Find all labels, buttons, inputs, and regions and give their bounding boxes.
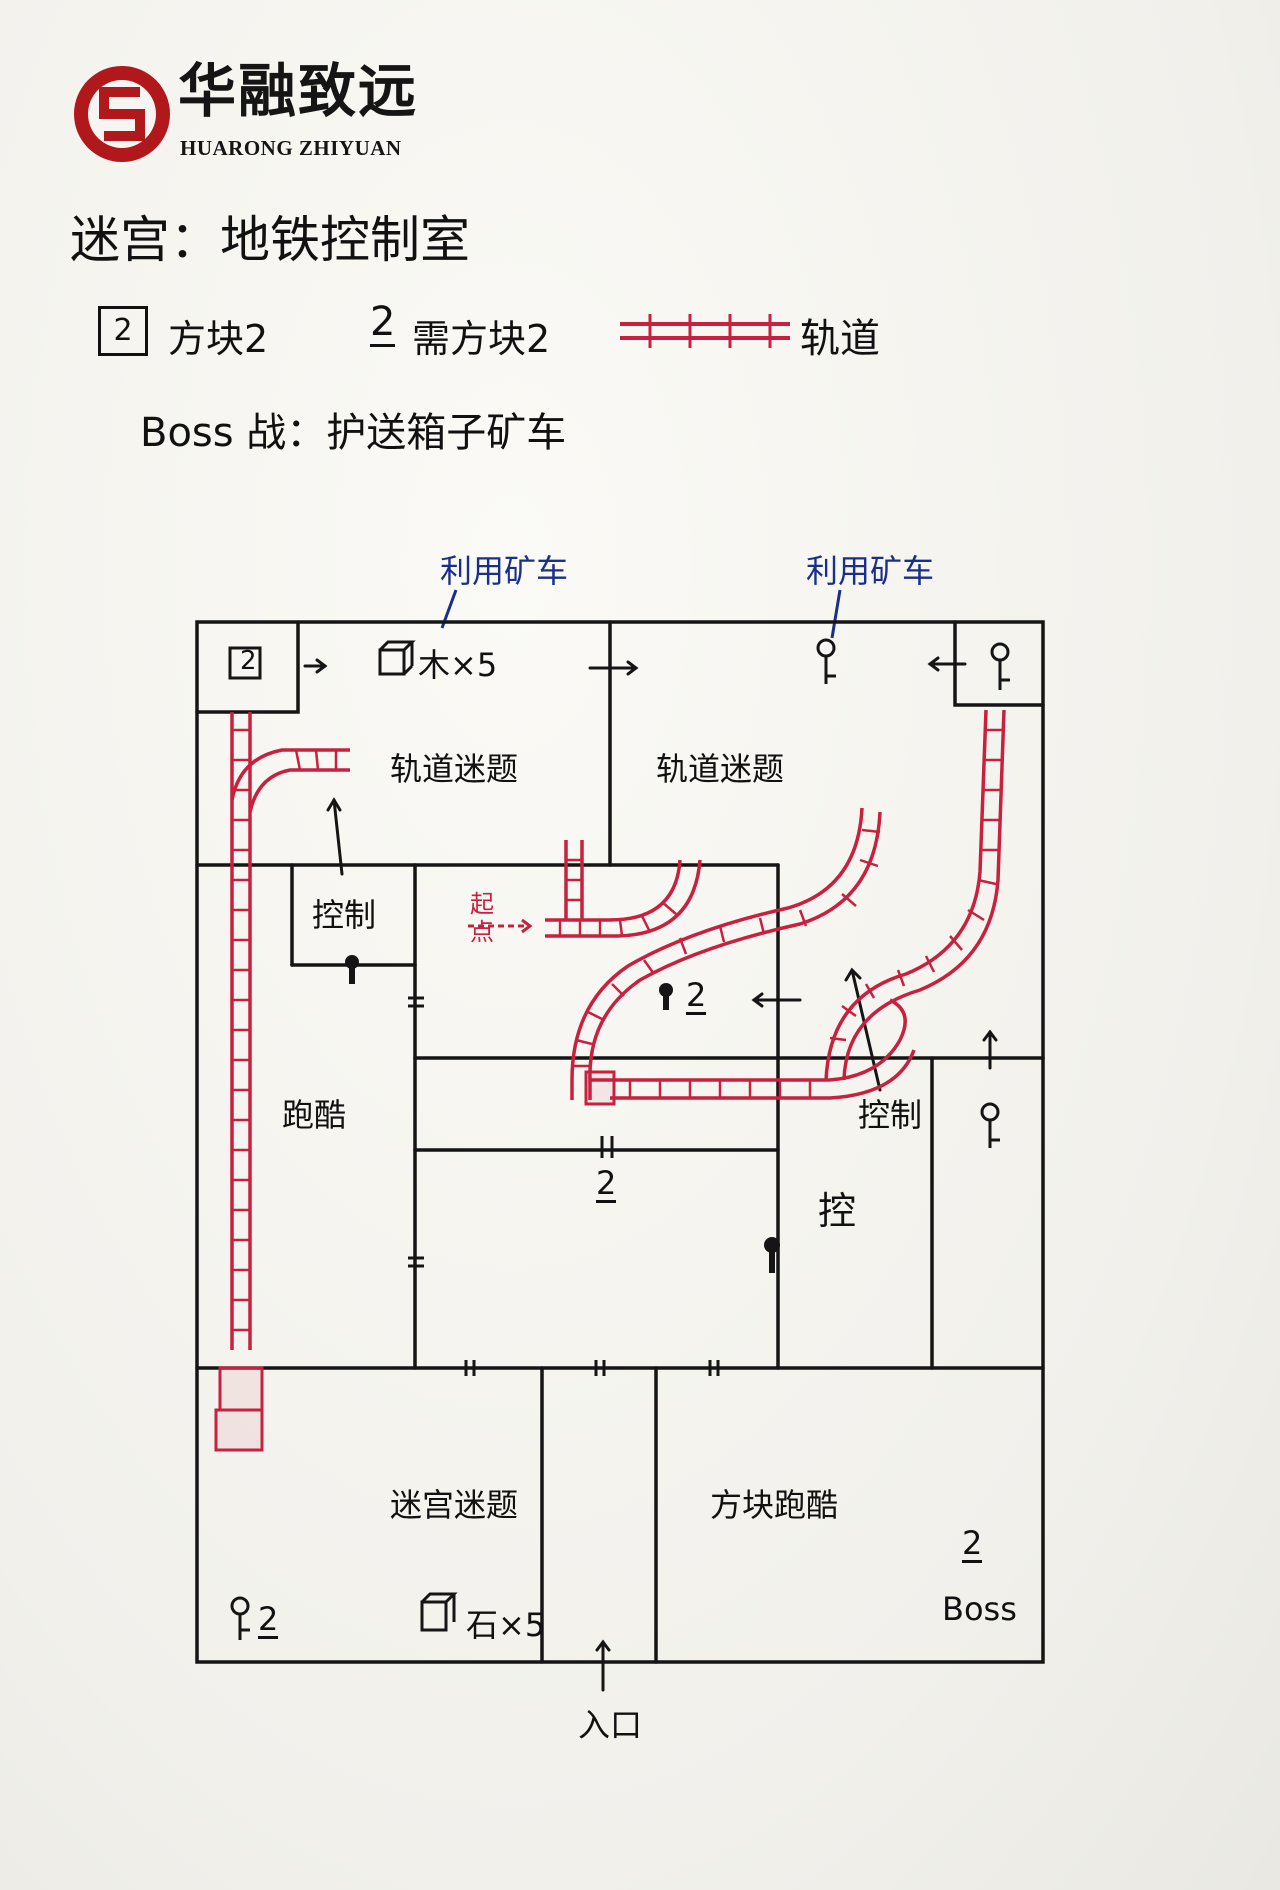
arrow-up-control-2 [844, 967, 882, 1092]
key-icon-1 [816, 638, 836, 684]
legend-track-icon [620, 314, 790, 348]
boss-description: Boss 战：护送箱子矿车 [140, 410, 567, 456]
key-count-number: 2 [258, 1600, 279, 1639]
company-logo: 华融致远 HUARONG ZHIYUAN [70, 62, 440, 172]
door-2 [408, 1256, 424, 1268]
legend-need-number: 2 [370, 299, 396, 347]
arrow-up-control [326, 797, 344, 876]
arrow-up-entrance [595, 1639, 611, 1692]
arrow-up-right [982, 1029, 998, 1070]
minecart-icon-left [218, 1366, 264, 1412]
annotation-pointer-right [830, 589, 842, 639]
legend-box-icon: 2 [98, 306, 148, 356]
track-start-b [545, 859, 702, 938]
room-label-track-puzzle-right: 轨道迷题 [656, 750, 785, 788]
door-5 [708, 1360, 720, 1376]
ties-top-left [294, 749, 338, 771]
arrow-right-2 [588, 660, 639, 676]
arrow-start-head [521, 918, 533, 934]
arrow-left-1 [927, 656, 967, 672]
annotation-use-cart-left: 利用矿车 [440, 552, 569, 590]
room-label-parkour: 跑酷 [282, 1096, 347, 1134]
room-label-wood: 木×5 [418, 646, 498, 684]
cube-icon-wood [378, 640, 416, 676]
need-block-number-middle: 2 [686, 976, 707, 1015]
track-ties [232, 728, 1004, 1332]
key-icon-2 [990, 642, 1010, 690]
legend-box-label: 方块2 [168, 317, 269, 361]
ties-start [558, 858, 677, 937]
logo-mark-icon [74, 66, 170, 162]
track-loop-a [588, 811, 882, 1100]
room-label-control-2: 控制 [858, 1096, 923, 1134]
room-label-entrance: 入口 [578, 1706, 643, 1744]
logo-name-en: HUARONG ZHIYUAN [180, 136, 402, 160]
room-label-maze-puzzle: 迷宫迷题 [390, 1486, 519, 1524]
room-label-track-puzzle-left: 轨道迷题 [390, 750, 519, 788]
room-label-stone: 石×5 [466, 1606, 546, 1644]
box-icon-top-left [228, 646, 262, 680]
boss-requirement-number: 2 [962, 1524, 983, 1563]
legend-track-label: 轨道 [800, 316, 880, 362]
outer-wall [195, 620, 1045, 1664]
arrow-right-1 [303, 658, 328, 674]
cube-icon-stone [420, 1592, 458, 1632]
track-loop-join-a [829, 998, 907, 1082]
door-4 [594, 1360, 606, 1376]
lock-icon-1 [345, 955, 359, 984]
track-loop-b [570, 807, 864, 1100]
track-start-a [545, 859, 682, 922]
minecart-icon-middle [584, 1070, 616, 1106]
door-1 [408, 996, 424, 1008]
key-icon-3 [980, 1102, 1000, 1148]
lock-icon-3 [764, 1237, 780, 1273]
track-right-curve-a [842, 709, 1006, 1081]
door-6 [600, 1136, 614, 1158]
room-label-boss: Boss [942, 1590, 1017, 1628]
minecart-icon-left-2 [214, 1408, 264, 1452]
page-title: 迷宫：地铁控制室 [70, 211, 470, 269]
ties-loop [572, 828, 881, 1098]
track-right-curve-b [824, 709, 988, 1081]
legend-need-label: 需方块2 [412, 317, 551, 361]
ties-right [829, 728, 1004, 1042]
logo-name-cn: 华融致远 [178, 57, 419, 125]
room-label-control-1: 控制 [312, 896, 377, 934]
lock-icon-2 [659, 983, 673, 1010]
key-icon-4 [230, 1596, 250, 1640]
room-label-block-parkour: 方块跑酷 [710, 1486, 839, 1524]
arrow-left-2 [751, 992, 802, 1008]
wall-key-room-right [953, 620, 1045, 707]
room-label-start: 起点 [470, 890, 494, 946]
box-icon-number: 2 [240, 646, 257, 676]
room-label-control-3: 控 [818, 1189, 857, 1233]
door-3 [464, 1360, 476, 1376]
track-loop-join-b [829, 1049, 916, 1100]
annotation-use-cart-right: 利用矿车 [806, 552, 935, 590]
gate-requirement-number: 2 [596, 1164, 617, 1203]
ties-left-vertical [232, 728, 250, 1332]
track-top-left-curve-b [248, 768, 350, 813]
